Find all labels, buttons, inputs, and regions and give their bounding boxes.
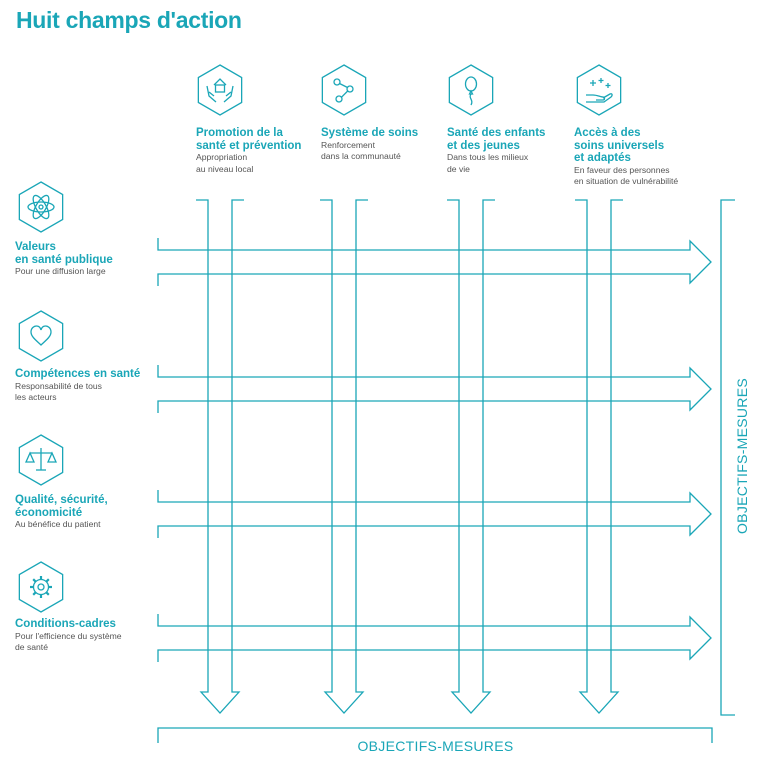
column-arrow-2 — [320, 199, 368, 714]
column-label-promotion: Promotion de la santé et prévention Appr… — [196, 127, 321, 175]
row-subtitle: Au bénéfice du patient — [15, 519, 101, 529]
column-subtitle: dans la communauté — [321, 151, 401, 161]
column-heading: Santé des enfants — [447, 127, 546, 139]
column-subtitle: de vie — [447, 163, 470, 174]
right-bracket — [720, 199, 735, 716]
column-heading: Système de soins — [321, 127, 419, 139]
column-arrow-1 — [196, 199, 244, 714]
row-arrow-4 — [157, 614, 712, 662]
gear-icon — [18, 561, 64, 613]
column-label-soins: Système de soins Renforcement dans la co… — [321, 127, 446, 163]
row-heading: Conditions-cadres — [15, 618, 116, 630]
row-heading: Compétences en santé — [15, 368, 141, 380]
row-arrow-1 — [157, 238, 712, 286]
row-subtitle: Pour une diffusion large — [15, 266, 106, 276]
row-subtitle: les acteurs — [15, 392, 57, 402]
hand-stars-icon — [576, 64, 622, 116]
column-subtitle: Dans tous les milieux — [447, 152, 529, 162]
column-subtitle: Appropriation — [196, 152, 248, 162]
column-subtitle: au niveau local — [196, 163, 254, 174]
column-label-acces: Accès à des soins universels et adaptés … — [574, 127, 709, 188]
row-heading: en santé publique — [15, 253, 113, 266]
row-label-competences: Compétences en santé Responsabilité de t… — [15, 368, 155, 404]
scales-icon — [18, 434, 64, 486]
column-heading: et adaptés — [574, 152, 631, 164]
row-label-valeurs: Valeurs en santé publique Pour une diffu… — [15, 241, 155, 278]
row-label-conditions: Conditions-cadres Pour l'efficience du s… — [15, 618, 155, 654]
row-heading: Qualité, sécurité, — [15, 494, 108, 506]
column-heading: et des jeunes — [447, 139, 520, 152]
row-arrow-3 — [157, 490, 712, 538]
column-heading: soins universels — [574, 139, 665, 152]
column-label-enfants: Santé des enfants et des jeunes Dans tou… — [447, 127, 572, 175]
balloon-icon — [448, 64, 494, 116]
bottom-bracket — [157, 727, 713, 743]
column-arrow-3 — [447, 199, 495, 714]
row-label-qualite: Qualité, sécurité, économicité Au bénéfi… — [15, 494, 155, 531]
page-title: Huit champs d'action — [16, 7, 242, 33]
hands-house-icon — [197, 64, 243, 116]
row-subtitle: Responsabilité de tous — [15, 380, 102, 391]
column-heading: santé et prévention — [196, 139, 302, 152]
column-subtitle: Renforcement — [321, 139, 375, 150]
network-nodes-icon — [321, 64, 367, 116]
row-arrow-2 — [157, 365, 712, 413]
axis-label-bottom: OBJECTIFS-MESURES — [357, 738, 514, 754]
column-subtitle: En faveur des personnes — [574, 164, 670, 175]
column-heading: Promotion de la — [196, 127, 283, 139]
axis-label-right: OBJECTIFS-MESURES — [734, 377, 750, 535]
heart-icon — [18, 310, 64, 362]
atom-icon — [18, 181, 64, 233]
column-arrow-4 — [575, 199, 623, 714]
row-heading: économicité — [15, 506, 83, 519]
row-subtitle: de santé — [15, 642, 48, 652]
column-subtitle: en situation de vulnérabilité — [574, 176, 679, 186]
row-heading: Valeurs — [15, 241, 56, 253]
row-subtitle: Pour l'efficience du système — [15, 630, 122, 641]
column-heading: Accès à des — [574, 127, 641, 139]
